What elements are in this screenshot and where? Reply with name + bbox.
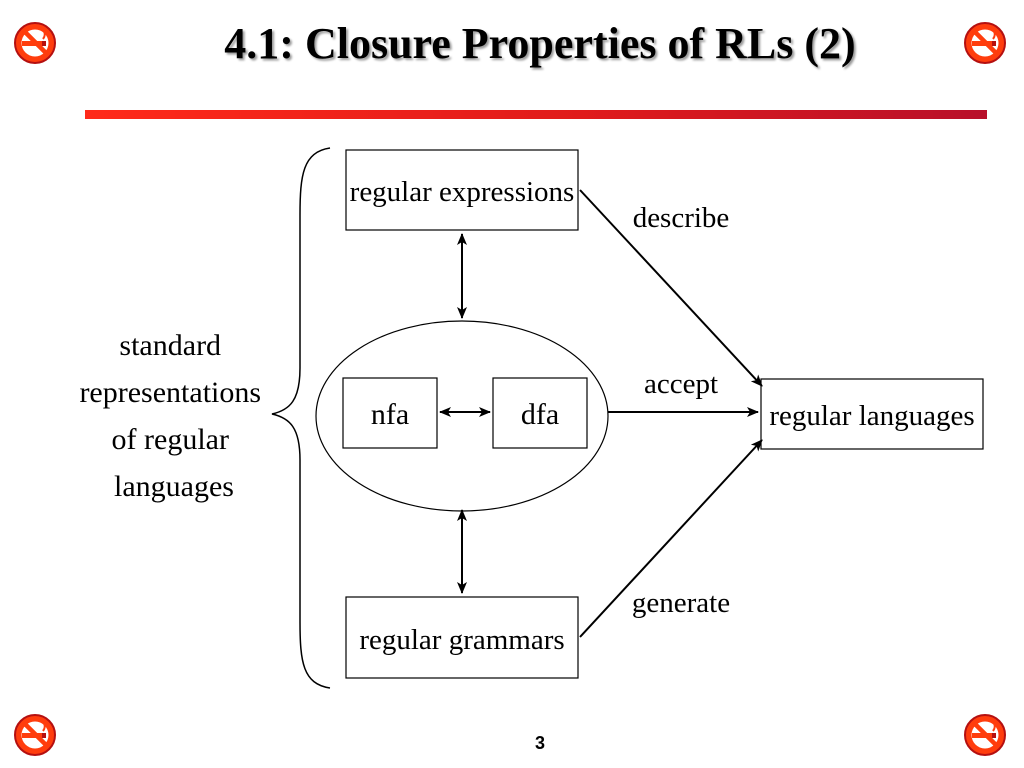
representations-brace [271, 147, 331, 689]
regular-languages-node: regular languages [760, 378, 984, 450]
dfa-node: dfa [492, 377, 588, 449]
brace-label-line: languages [114, 470, 234, 503]
regular-expressions-label: regular expressions [350, 176, 575, 208]
describe-arrow [579, 189, 763, 387]
no-smoking-icon [12, 712, 58, 758]
regular-grammars-node: regular grammars [345, 596, 579, 679]
nfa-label: nfa [371, 398, 409, 431]
page-number: 3 [534, 733, 545, 753]
brace-label-line: representations [79, 376, 261, 409]
brace-label: standard representations of regular lang… [79, 329, 268, 503]
regular-expressions-node: regular expressions [345, 149, 579, 231]
regular-languages-label: regular languages [769, 400, 974, 432]
no-smoking-icon [962, 20, 1008, 66]
slide-title: 4.1: Closure Properties of RLs (2) [224, 19, 856, 68]
describe-label: describe [633, 202, 730, 234]
brace-label-line: of regular [112, 423, 229, 456]
generate-arrow [579, 439, 763, 638]
no-smoking-icon [962, 712, 1008, 758]
no-smoking-icon [12, 20, 58, 66]
accept-label: accept [644, 368, 718, 400]
brace-label-line: standard [119, 329, 221, 362]
regular-grammars-label: regular grammars [359, 624, 564, 656]
title-underline-bar [85, 110, 987, 119]
dfa-label: dfa [521, 398, 559, 431]
nfa-node: nfa [342, 377, 438, 449]
generate-label: generate [632, 587, 730, 619]
